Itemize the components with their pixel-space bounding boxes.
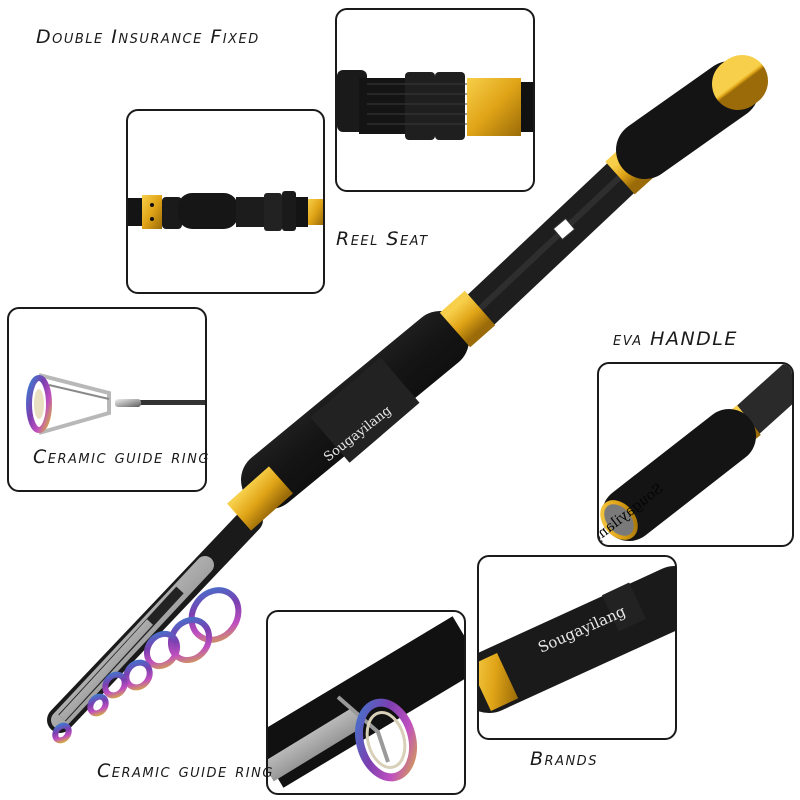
rod-tip-sections xyxy=(47,507,263,733)
eva-handle-detail-image: Sougayilang xyxy=(599,364,792,545)
reel-seat-detail-image xyxy=(128,191,323,231)
double-insurance-detail-image xyxy=(337,70,533,140)
guide-rings xyxy=(52,587,242,744)
label-ceramic-guide-ring-1: Ceramic guide ring xyxy=(33,446,210,468)
rod-reel-seat xyxy=(227,311,469,531)
label-eva-handle: eva HANDLE xyxy=(613,328,738,350)
ceramic-guide-ring-detail-image-2 xyxy=(268,616,464,788)
label-double-insurance-fixed: Double Insurance Fixed xyxy=(36,26,260,48)
inset-eva-handle: Sougayilang xyxy=(597,362,794,547)
ceramic-guide-ring-detail-image-1 xyxy=(26,373,205,435)
brands-detail-image: Sougayilang xyxy=(479,566,675,713)
inset-brands: Sougayilang xyxy=(477,555,677,740)
inset-ceramic-guide-ring-1 xyxy=(7,307,207,492)
label-brands: Brands xyxy=(530,748,598,770)
label-reel-seat: Reel Seat xyxy=(336,228,429,250)
inset-double-insurance xyxy=(335,8,535,192)
rod-eva-handle xyxy=(616,55,768,179)
inset-ceramic-guide-ring-2 xyxy=(266,610,466,795)
inset-reel-seat xyxy=(126,109,325,294)
label-ceramic-guide-ring-2: Ceramic guide ring xyxy=(97,760,274,782)
